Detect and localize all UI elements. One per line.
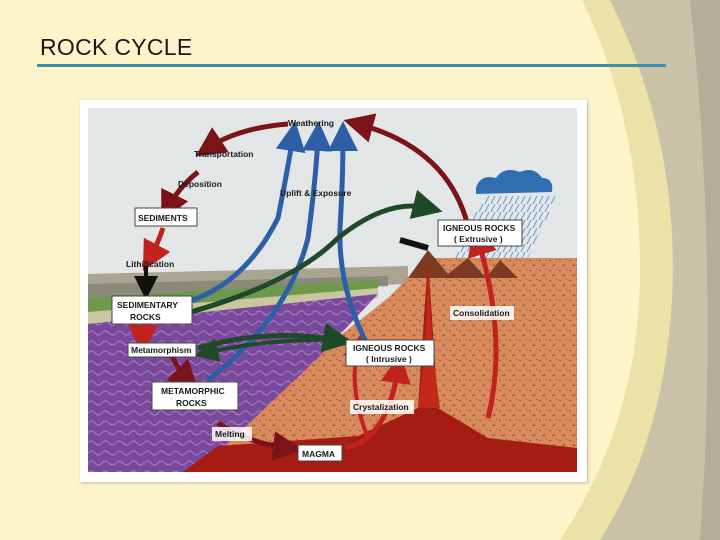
background-edge [690, 0, 720, 540]
svg-text:Transportation: Transportation [194, 149, 254, 159]
label-crystallization: Crystalization [350, 400, 414, 414]
label-lithification: Lithification [126, 259, 174, 269]
svg-text:( Intrusive ): ( Intrusive ) [366, 354, 412, 364]
arrow-intrusive-to-metamorphism [194, 337, 349, 362]
svg-text:IGNEOUS ROCKS: IGNEOUS ROCKS [353, 343, 426, 353]
label-consolidation: Consolidation [450, 306, 514, 320]
slide-title: ROCK CYCLE [40, 34, 193, 60]
label-melting: Melting [212, 427, 252, 441]
svg-text:IGNEOUS ROCKS: IGNEOUS ROCKS [443, 223, 516, 233]
svg-text:( Extrusive ): ( Extrusive ) [454, 234, 503, 244]
rock-cycle-diagram: Weathering Transportation Deposition Upl… [88, 108, 577, 472]
svg-text:ROCKS: ROCKS [176, 398, 207, 408]
arrow-consolidation [468, 225, 499, 419]
svg-text:Crystalization: Crystalization [353, 402, 409, 412]
box-metamorphism: Metamorphism [127, 342, 197, 358]
svg-text:Melting: Melting [215, 429, 245, 439]
label-weathering: Weathering [288, 118, 334, 128]
box-sediments: SEDIMENTS [134, 207, 198, 227]
title-underline [37, 64, 666, 67]
arrow-deposition [161, 170, 200, 222]
label-uplift: Uplift & Exposure [280, 188, 352, 198]
arrow-uplift-sedimentary [159, 121, 306, 311]
svg-text:METAMORPHIC: METAMORPHIC [161, 386, 225, 396]
box-metamorphic-rocks: METAMORPHIC ROCKS [151, 381, 239, 411]
box-sedimentary-rocks: SEDIMENTARY ROCKS [111, 295, 193, 325]
svg-text:Uplift & Exposure: Uplift & Exposure [280, 188, 352, 198]
label-deposition: Deposition [178, 179, 222, 189]
box-igneous-extrusive: IGNEOUS ROCKS ( Extrusive ) [437, 219, 523, 247]
svg-text:SEDIMENTS: SEDIMENTS [138, 213, 188, 223]
arrow-lithification [142, 227, 171, 272]
mountains [408, 250, 518, 278]
volcanic-conduit [418, 258, 440, 408]
svg-text:MAGMA: MAGMA [302, 449, 335, 459]
arrow-uplift-intrusive [327, 121, 371, 348]
arrow-sedimentary-to-extrusive [167, 189, 443, 321]
svg-text:ROCKS: ROCKS [130, 312, 161, 322]
magma-chamber [183, 258, 577, 472]
arrow-crystallization [345, 353, 411, 451]
cloud-icon [476, 170, 553, 194]
box-igneous-intrusive: IGNEOUS ROCKS ( Intrusive ) [345, 339, 435, 367]
svg-text:Weathering: Weathering [288, 118, 334, 128]
svg-text:Metamorphism: Metamorphism [131, 345, 192, 355]
ash-plume [399, 237, 429, 251]
background-curve-gray [600, 0, 720, 540]
svg-text:Lithification: Lithification [126, 259, 174, 269]
svg-text:Deposition: Deposition [178, 179, 222, 189]
arrow-extrusive-to-weathering [343, 113, 471, 227]
label-transportation: Transportation [194, 149, 254, 159]
box-magma: MAGMA [297, 444, 343, 462]
svg-text:SEDIMENTARY: SEDIMENTARY [117, 300, 178, 310]
svg-text:Consolidation: Consolidation [453, 308, 510, 318]
